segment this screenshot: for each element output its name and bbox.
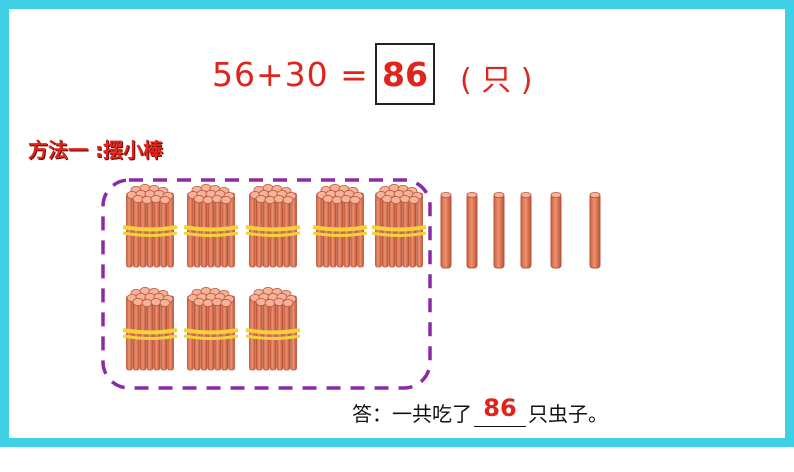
single-stick xyxy=(440,191,452,269)
method-name: 摆小棒 xyxy=(102,138,163,162)
stick-bundle xyxy=(245,183,301,268)
stick-bundle xyxy=(371,183,427,268)
equation-expression: 56+30 = xyxy=(212,54,369,94)
equation-result: 86 xyxy=(382,54,428,94)
equation: 56+30 = xyxy=(212,42,369,106)
single-sticks xyxy=(440,191,601,269)
answer-prefix: 答：一共吃了 xyxy=(352,402,472,426)
method-colon: : xyxy=(94,138,103,162)
sticks-illustration xyxy=(101,178,601,390)
equation-result-box: 86 xyxy=(375,43,435,105)
stick-bundle xyxy=(245,286,301,371)
method-heading: 方法一 :摆小棒 xyxy=(28,134,163,163)
single-stick xyxy=(493,191,505,269)
answer-value: 86 xyxy=(483,394,517,422)
single-stick xyxy=(550,191,562,269)
method-label: 方法一 xyxy=(28,138,88,162)
single-stick xyxy=(520,191,532,269)
single-stick xyxy=(589,191,601,269)
answer-sentence: 答：一共吃了 86 只虫子。 xyxy=(352,394,608,427)
stick-bundle xyxy=(183,183,239,268)
stick-bundle xyxy=(122,286,178,371)
answer-suffix: 只虫子。 xyxy=(528,402,608,426)
stick-bundles xyxy=(122,183,427,371)
equation-unit: ( 只 ) xyxy=(460,63,533,98)
group-outline xyxy=(101,178,432,390)
single-stick xyxy=(466,191,478,269)
stick-bundle xyxy=(183,286,239,371)
answer-blank: 86 xyxy=(474,394,526,427)
stick-bundle xyxy=(312,183,368,268)
stick-bundle xyxy=(122,183,178,268)
